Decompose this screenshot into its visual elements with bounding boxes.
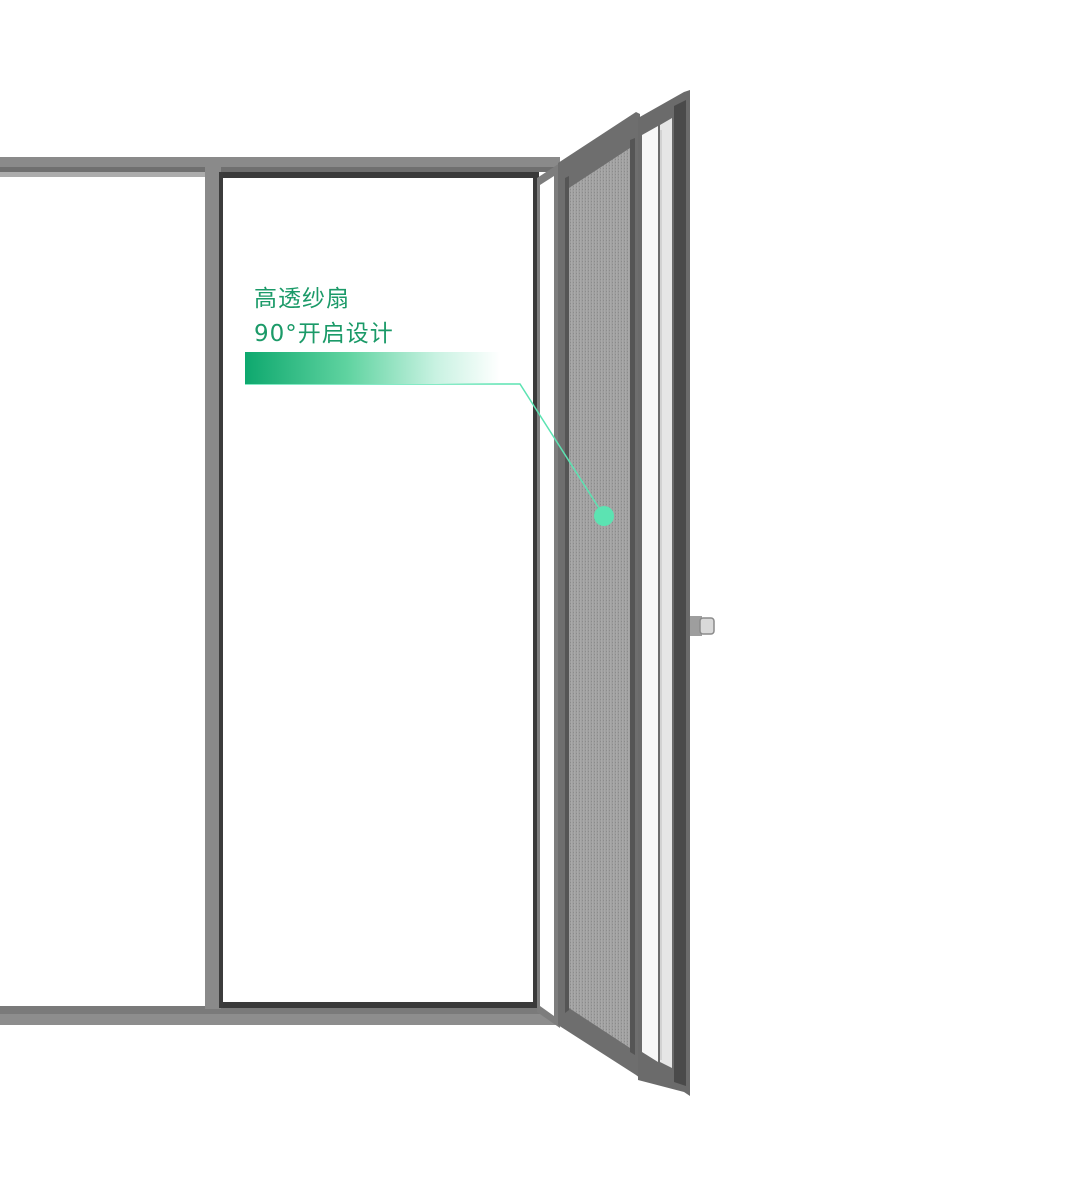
callout-title: 高透纱扇 xyxy=(254,286,350,312)
main-frame xyxy=(0,157,560,1025)
feature-callout: 高透纱扇 90°开启设计 xyxy=(254,282,394,352)
callout-subtitle: 90°开启设计 xyxy=(254,321,394,347)
open-screen-sash xyxy=(537,90,690,1096)
callout-gradient-bar xyxy=(245,352,500,384)
dot-marker-icon xyxy=(594,506,614,526)
door-handle-icon xyxy=(690,616,715,636)
screen-mesh xyxy=(569,148,630,1048)
callout-leader-line xyxy=(245,383,605,517)
